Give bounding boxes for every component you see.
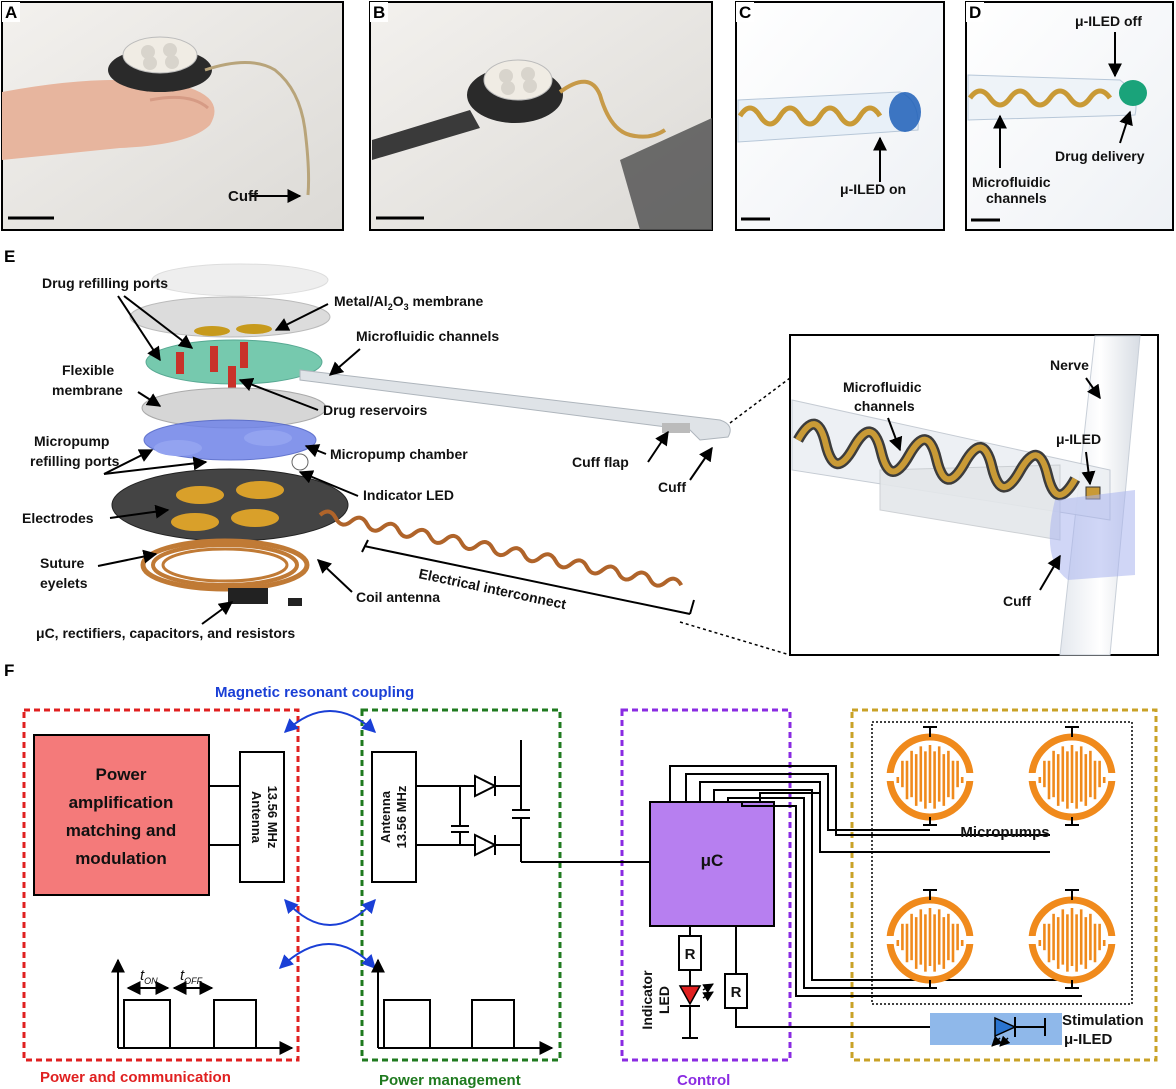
label-uiled-off: μ-ILED off (1075, 13, 1142, 29)
micropumps-group (884, 726, 1118, 989)
resistor-2-label: R (731, 984, 742, 1001)
label-micropump-ref-2: refilling ports (30, 453, 120, 469)
panel-letter-f: F (4, 661, 14, 680)
uc-label: μC (701, 851, 724, 870)
label-microfluidic-channels-e: Microfluidic channels (356, 328, 499, 344)
stim-label-2: μ-ILED (1064, 1031, 1113, 1048)
resistor-2 (724, 973, 748, 1009)
antenna-transmitter (239, 751, 285, 883)
control-wiring (669, 765, 1085, 1039)
layer-electrodes (111, 468, 349, 542)
panel-b: B (369, 1, 713, 231)
panel-d: μ-ILED off Drug delivery Microfluidic ch… (965, 1, 1174, 231)
label-microfluidic-d2: channels (986, 190, 1047, 206)
label-cuff-a: Cuff (228, 188, 259, 205)
uc-box (649, 801, 775, 927)
label-coil-antenna: Coil antenna (356, 589, 440, 605)
label-drug-delivery: Drug delivery (1055, 148, 1145, 164)
indicator-led-symbol (678, 985, 702, 1006)
inset-cuff-zoom: Nerve Microfluidic channels μ-ILED Cuff (789, 334, 1159, 656)
power-amp-text-4: modulation (75, 849, 167, 868)
label-inset-cuff: Cuff (1003, 593, 1031, 609)
resistor-1-label: R (685, 946, 696, 963)
antenna-receiver (371, 751, 417, 883)
label-micropump-chamber: Micropump chamber (330, 446, 468, 462)
uc-chip (228, 588, 268, 604)
panel-letter-c: C (739, 3, 751, 22)
micropump-2 (1026, 726, 1118, 826)
panel-letter-b: B (373, 3, 385, 22)
label-inset-micro-1: Microfluidic (843, 379, 922, 395)
label-group-power-comm: Power and communication (40, 1069, 231, 1086)
label-drug-reservoirs: Drug reservoirs (323, 402, 427, 418)
label-metal-membrane: Metal/Al2O3 membrane (334, 293, 484, 312)
finger-photo (2, 79, 215, 160)
stim-label-1: Stimulation (1062, 1012, 1144, 1029)
t-on-label: tON (140, 967, 158, 986)
label-indicator-led-e: Indicator LED (363, 487, 454, 503)
waveform-right (371, 958, 554, 1055)
inset-cuff-wrap (1049, 490, 1135, 580)
panel-letter-d: D (969, 3, 981, 22)
label-cuff-flap: Cuff flap (572, 454, 629, 470)
power-amp-text-2: amplification (69, 793, 174, 812)
label-cuff-e: Cuff (658, 479, 686, 495)
coupling-arrow-3 (278, 943, 376, 970)
resistor-1 (678, 935, 702, 971)
micropump-1 (884, 726, 976, 826)
coupling-arrow-2 (284, 898, 376, 926)
label-suture-1: Suture (40, 555, 85, 571)
group-power-management (360, 708, 562, 1062)
layer-top-cover (151, 263, 329, 297)
group-stimulations (850, 708, 1158, 1062)
label-group-control: Control (677, 1072, 730, 1089)
panel-c: μ-ILED on C (735, 1, 945, 231)
label-electrodes: Electrodes (22, 510, 94, 526)
rectifier-circuit (416, 740, 650, 863)
antenna-rx-label-a: Antenna (378, 790, 393, 843)
tweezer-photo (372, 110, 480, 160)
micropump-4 (1026, 889, 1118, 989)
label-drug-refilling-ports: Drug refilling ports (42, 275, 168, 291)
microfluidic-channel-strip (299, 369, 731, 441)
power-amp-box (33, 734, 210, 896)
waveform-left (111, 958, 294, 1055)
power-amp-text-1: Power (95, 765, 146, 784)
label-microfluidic-d1: Microfluidic (972, 174, 1051, 190)
panel-f: F Magnetic resonant coupling Power and c… (4, 661, 1158, 1089)
antenna-tx-label-b: 13.56 MHz (265, 786, 280, 849)
label-micropump-ref-1: Micropump (34, 433, 109, 449)
label-uiled-on: μ-ILED on (840, 181, 906, 197)
label-inset-uiled: μ-ILED (1056, 431, 1101, 447)
coupling-arrow-1 (283, 710, 377, 733)
indicator-label-2: LED (656, 986, 672, 1014)
label-flexible-2: membrane (52, 382, 123, 398)
power-amp-text-3: matching and (66, 821, 177, 840)
label-magnetic-coupling: Magnetic resonant coupling (215, 684, 414, 701)
panel-e: E Drug refilling ports (4, 247, 1159, 656)
label-suture-2: eyelets (40, 575, 88, 591)
label-uc-components: μC, rectifiers, capacitors, and resistor… (36, 625, 295, 641)
stim-uiled-symbol (994, 1016, 1017, 1038)
group-power-communication (22, 708, 300, 1062)
label-flexible-1: Flexible (62, 362, 114, 378)
panel-letter-e: E (4, 247, 15, 266)
t-off-label: tOFF (180, 967, 203, 986)
antenna-tx-label-a: Antenna (249, 791, 264, 844)
inset-microfluidic-channels (795, 421, 1078, 498)
coil-antenna (140, 538, 310, 592)
antenna-rx-label-b: 13.56 MHz (394, 785, 409, 848)
label-inset-nerve: Nerve (1050, 357, 1089, 373)
indicator-label-1: Indicator (639, 970, 655, 1030)
panel-letter-a: A (5, 3, 17, 22)
electrical-interconnect (318, 509, 684, 588)
label-group-power-mgmt: Power management (379, 1072, 521, 1089)
label-inset-micro-2: channels (854, 398, 915, 414)
group-control (620, 708, 792, 1062)
panel-a: Cuff A (1, 1, 344, 231)
micropump-3 (884, 889, 976, 989)
micropumps-label: Micropumps (960, 824, 1049, 841)
